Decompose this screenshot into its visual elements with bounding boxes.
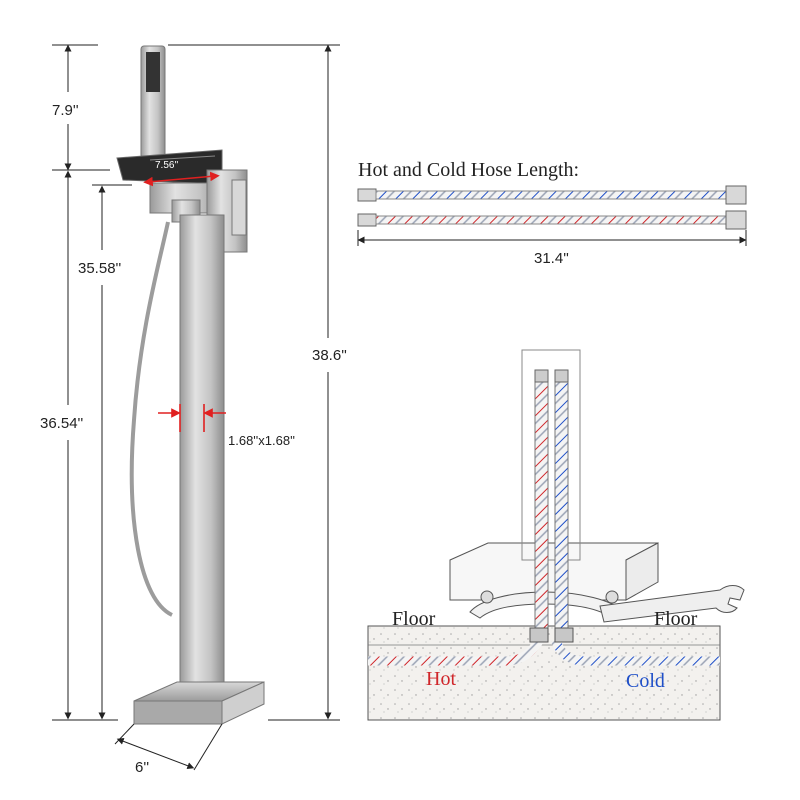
- wrench-icon: [599, 585, 745, 623]
- shower-hose: [129, 221, 173, 617]
- dimension-lines: [52, 44, 340, 771]
- cold-riser: [554, 379, 569, 631]
- lever-handle: [231, 179, 247, 236]
- hose-hot: [357, 210, 747, 230]
- hose-length-label: 31.4'': [534, 250, 569, 267]
- spout-height-label: 35.58'': [78, 260, 121, 277]
- hand-shower-face: [146, 52, 160, 92]
- hot-supply-pipe: [368, 637, 544, 666]
- red-dimension-lines: [143, 171, 226, 432]
- floor-right-label: Floor: [654, 608, 698, 630]
- pipe-size-label: 1.68''x1.68'': [228, 433, 295, 448]
- hose-title: Hot and Cold Hose Length:: [358, 159, 579, 181]
- total-height-label: 38.6'': [312, 347, 347, 364]
- hot-riser: [534, 379, 549, 631]
- cold-supply-pipe: [550, 637, 720, 666]
- faucet-base-front: [133, 700, 223, 725]
- hose-pair: [357, 185, 747, 230]
- faucet-base-side: [221, 681, 265, 725]
- faucet-column: [179, 214, 225, 696]
- cold-label: Cold: [626, 670, 665, 692]
- column-outline: [521, 349, 581, 561]
- base-width-label: 6'': [135, 759, 149, 776]
- spout-length-label: 7.56'': [155, 160, 178, 171]
- hand-shower-height-label: 7.9'': [52, 102, 79, 119]
- hose-cold: [357, 185, 747, 205]
- hot-label: Hot: [426, 668, 456, 690]
- floor-left-label: Floor: [392, 608, 436, 630]
- freestanding-faucet: [116, 45, 265, 725]
- hose-length-dimension: [357, 230, 747, 246]
- body-height-label: 36.54'': [40, 415, 83, 432]
- installation-diagram: [367, 349, 745, 721]
